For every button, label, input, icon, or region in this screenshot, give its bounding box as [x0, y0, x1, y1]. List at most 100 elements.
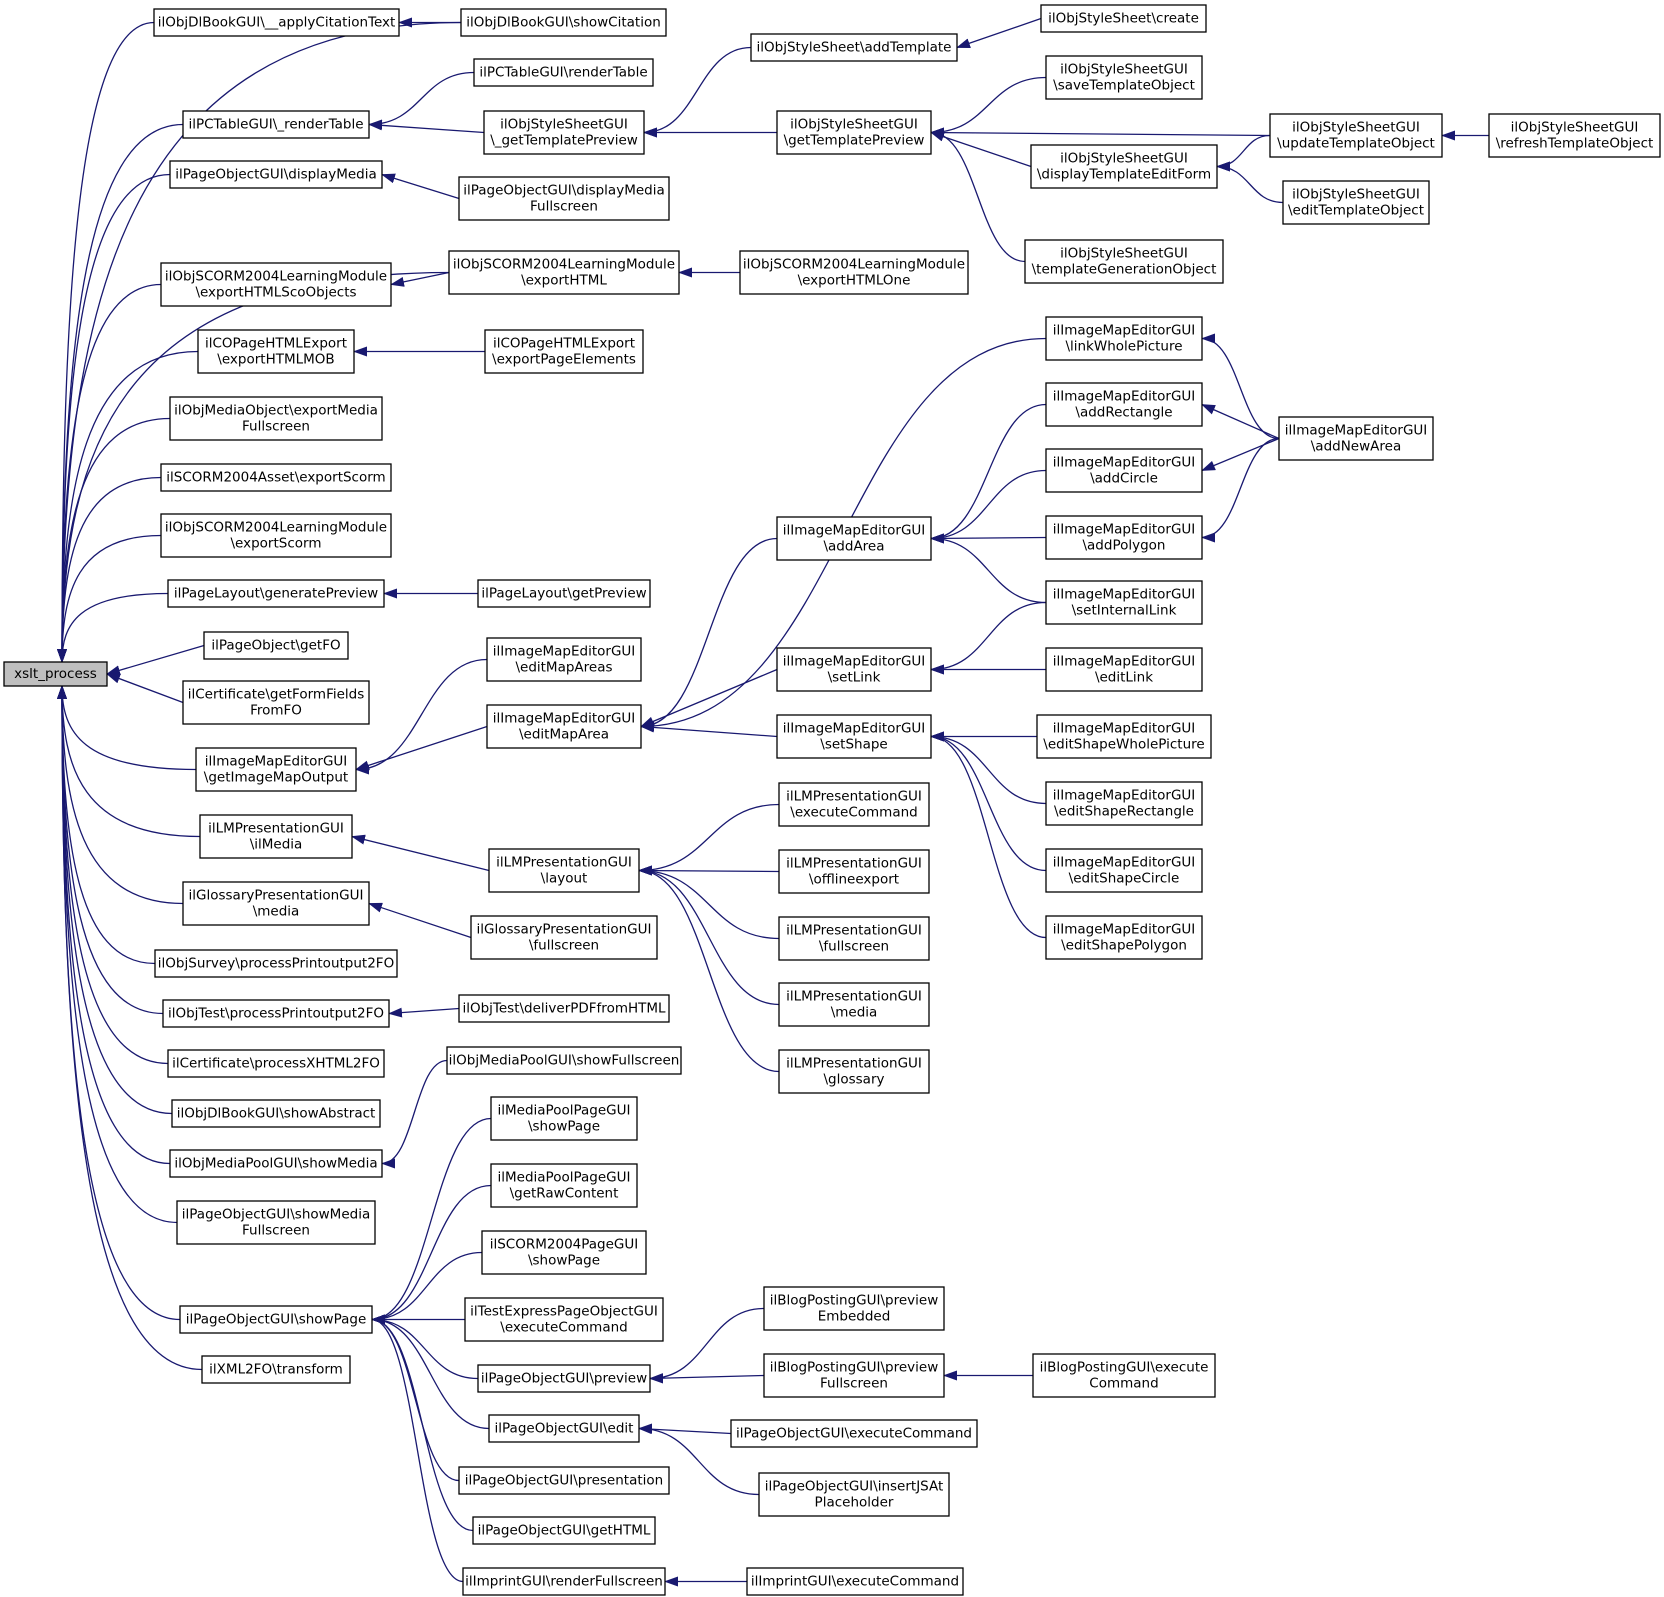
graph-node[interactable]: ilCOPageHTMLExport\exportPageElements [484, 329, 644, 374]
graph-node[interactable]: ilObjStyleSheetGUI\refreshTemplateObject [1488, 113, 1661, 158]
graph-node[interactable]: ilPageObject\getFO [203, 631, 349, 660]
graph-node[interactable]: ilLMPresentationGUI\ilMedia [199, 814, 353, 859]
graph-node[interactable]: ilObjSCORM2004LearningModule\exportHTMLS… [160, 262, 392, 307]
graph-node[interactable]: ilSCORM2004PageGUI\showPage [481, 1230, 647, 1275]
node-box [776, 714, 932, 759]
graph-node[interactable]: ilObjTest\deliverPDFfromHTML [458, 994, 670, 1023]
graph-node[interactable]: ilPageObjectGUI\edit [488, 1414, 640, 1443]
graph-node[interactable]: ilImageMapEditorGUI\getImageMapOutput [195, 747, 357, 792]
graph-node[interactable]: ilImageMapEditorGUI\setShape [776, 714, 932, 759]
graph-node[interactable]: ilObjSurvey\processPrintoutput2FO [154, 949, 398, 978]
graph-node[interactable]: ilImageMapEditorGUI\addArea [776, 516, 932, 561]
call-edge [930, 469, 1047, 544]
graph-node[interactable]: ilImageMapEditorGUI\addRectangle [1045, 382, 1203, 427]
graph-node[interactable]: ilObjStyleSheetGUI\displayTemplateEditFo… [1030, 144, 1218, 189]
graph-node[interactable]: ilImageMapEditorGUI\editShapePolygon [1045, 915, 1203, 960]
node-box [776, 110, 932, 155]
node-label: ilPCTableGUI\_renderTable [188, 117, 363, 133]
graph-node[interactable]: ilObjStyleSheetGUI\editTemplateObject [1282, 180, 1430, 225]
graph-node[interactable]: ilPageObjectGUI\showPage [179, 1305, 373, 1334]
node-label: \media [253, 904, 300, 920]
graph-node[interactable]: ilImageMapEditorGUI\editMapArea [486, 704, 642, 749]
graph-node[interactable]: ilPageObjectGUI\presentation [458, 1466, 670, 1495]
graph-node[interactable]: ilCOPageHTMLExport\exportHTMLMOB [197, 329, 355, 374]
graph-node[interactable]: ilImageMapEditorGUI\editLink [1045, 647, 1203, 692]
graph-node[interactable]: ilObjStyleSheetGUI\_getTemplatePreview [483, 110, 645, 155]
graph-node[interactable]: ilPageObjectGUI\getHTML [472, 1516, 656, 1545]
graph-node[interactable]: ilSCORM2004Asset\exportScorm [160, 463, 392, 492]
node-label: ilPageObjectGUI\displayMedia [175, 167, 377, 183]
graph-node[interactable]: ilPageObjectGUI\displayMedia [169, 160, 383, 189]
node-box [460, 8, 667, 37]
call-edge [57, 685, 184, 905]
graph-node[interactable]: ilObjDlBookGUI\showCitation [460, 8, 667, 37]
graph-node[interactable]: ilObjMediaPoolGUI\showFullscreen [446, 1046, 682, 1075]
graph-node[interactable]: ilImageMapEditorGUI\editShapeRectangle [1045, 781, 1203, 826]
graph-node[interactable]: ilPageLayout\getPreview [477, 579, 651, 608]
graph-node[interactable]: ilGlossaryPresentationGUI\fullscreen [470, 915, 658, 960]
graph-node[interactable]: ilMediaPoolPageGUI\getRawContent [490, 1163, 638, 1208]
node-label: \editMapArea [519, 727, 609, 743]
graph-node[interactable]: ilObjSCORM2004LearningModule\exportHTML [448, 250, 680, 295]
graph-node[interactable]: ilObjStyleSheet\addTemplate [750, 33, 958, 62]
graph-node[interactable]: ilPageLayout\generatePreview [167, 579, 385, 608]
graph-node[interactable]: ilObjStyleSheetGUI\templateGenerationObj… [1024, 239, 1224, 284]
graph-node[interactable]: ilObjSCORM2004LearningModule\exportScorm [160, 513, 392, 558]
graph-node[interactable]: ilImageMapEditorGUI\setLink [776, 647, 932, 692]
graph-node[interactable]: ilObjTest\processPrintoutput2FO [162, 999, 390, 1028]
graph-node[interactable]: ilLMPresentationGUI\fullscreen [778, 916, 930, 961]
graph-node[interactable]: ilPCTableGUI\_renderTable [182, 110, 370, 139]
graph-node[interactable]: ilObjStyleSheet\create [1040, 4, 1207, 33]
node-box [182, 110, 370, 139]
graph-node[interactable]: ilObjDlBookGUI\__applyCitationText [153, 8, 400, 37]
graph-node[interactable]: ilImageMapEditorGUI\editShapeWholePictur… [1036, 714, 1212, 759]
node-label: ilPageObjectGUI\getHTML [478, 1523, 651, 1539]
call-edge [368, 120, 485, 134]
root-node[interactable]: xslt_process [3, 661, 108, 687]
graph-node[interactable]: ilLMPresentationGUI\glossary [778, 1049, 930, 1094]
graph-node[interactable]: ilImageMapEditorGUI\editShapeCircle [1045, 848, 1203, 893]
node-label: ilCOPageHTMLExport [205, 336, 347, 352]
graph-node[interactable]: ilTestExpressPageObjectGUI\executeComman… [464, 1297, 664, 1342]
graph-node[interactable]: ilObjStyleSheetGUI\updateTemplateObject [1269, 113, 1443, 158]
graph-node[interactable]: ilImageMapEditorGUI\addPolygon [1045, 515, 1203, 560]
graph-node[interactable]: ilObjDlBookGUI\showAbstract [171, 1099, 381, 1128]
graph-node[interactable]: ilLMPresentationGUI\layout [488, 848, 640, 893]
graph-node[interactable]: ilObjStyleSheetGUI\getTemplatePreview [776, 110, 932, 155]
graph-node[interactable]: ilBlogPostingGUI\executeCommand [1032, 1353, 1216, 1398]
node-box [1030, 144, 1218, 189]
graph-node[interactable]: ilImprintGUI\renderFullscreen [462, 1567, 666, 1596]
graph-node[interactable]: ilPageObjectGUI\executeCommand [730, 1419, 978, 1448]
graph-node[interactable]: ilPageObjectGUI\preview [477, 1364, 651, 1393]
graph-node[interactable]: ilObjMediaPoolGUI\showMedia [169, 1149, 383, 1178]
graph-node[interactable]: ilCertificate\processXHTML2FO [167, 1049, 385, 1078]
graph-node[interactable]: ilObjStyleSheetGUI\saveTemplateObject [1045, 55, 1203, 100]
graph-node[interactable]: ilImprintGUI\executeCommand [746, 1567, 964, 1596]
call-edge [368, 71, 475, 130]
call-edge [1201, 333, 1280, 440]
node-box [484, 329, 644, 374]
graph-node[interactable]: ilPCTableGUI\renderTable [473, 58, 654, 87]
graph-node[interactable]: ilImageMapEditorGUI\addNewArea [1278, 416, 1434, 461]
graph-node[interactable]: ilLMPresentationGUI\media [778, 982, 930, 1027]
graph-node[interactable]: ilImageMapEditorGUI\addCircle [1045, 448, 1203, 493]
graph-node[interactable]: ilImageMapEditorGUI\linkWholePicture [1045, 316, 1203, 361]
graph-node[interactable]: ilImageMapEditorGUI\editMapAreas [486, 637, 642, 682]
graph-node[interactable]: ilImageMapEditorGUI\setInternalLink [1045, 580, 1203, 625]
graph-node[interactable]: ilMediaPoolPageGUI\showPage [490, 1096, 638, 1141]
graph-node[interactable]: ilLMPresentationGUI\offlineexport [778, 849, 930, 894]
node-label: ilSCORM2004Asset\exportScorm [166, 470, 385, 486]
graph-node[interactable]: ilLMPresentationGUI\executeCommand [778, 782, 930, 827]
call-edge [956, 17, 1042, 49]
call-edge [381, 1059, 448, 1169]
graph-node[interactable]: ilObjSCORM2004LearningModule\exportHTMLO… [739, 250, 969, 295]
graph-node[interactable]: ilXML2FO\transform [201, 1355, 351, 1384]
graph-node[interactable]: ilGlossaryPresentationGUI\media [182, 881, 370, 926]
